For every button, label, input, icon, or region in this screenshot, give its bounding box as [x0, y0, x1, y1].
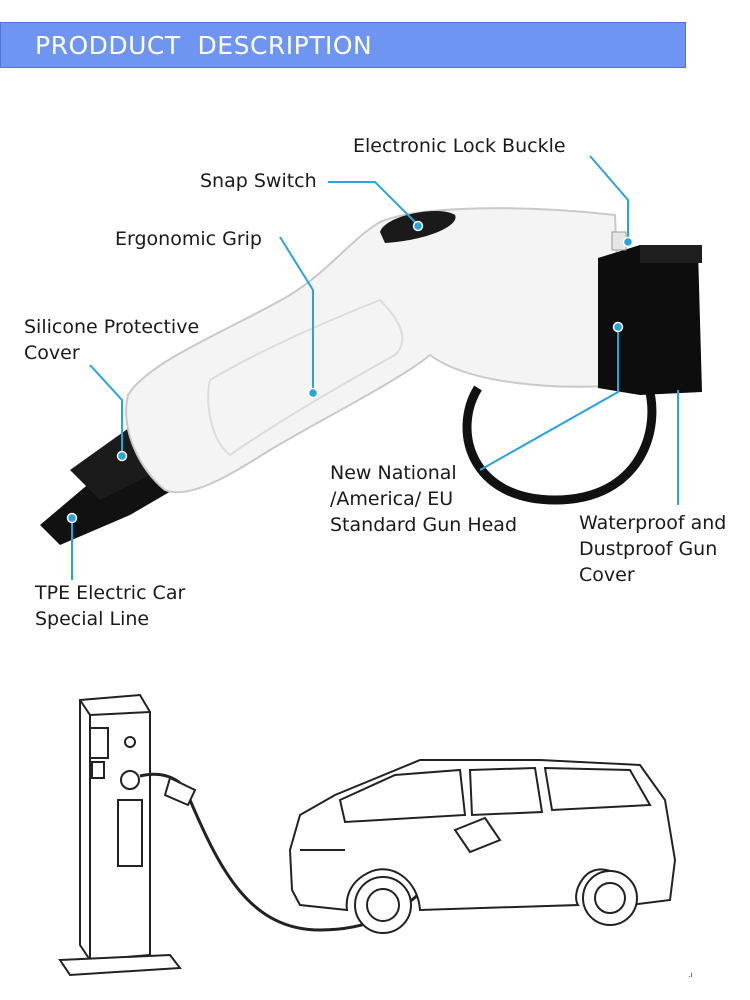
car-charging-port-plug — [453, 816, 502, 854]
station-screen — [89, 727, 109, 759]
station-base — [58, 953, 182, 977]
cover-tether — [462, 383, 657, 505]
callout-dot — [66, 512, 78, 524]
label-snap-switch: Snap Switch — [200, 170, 317, 192]
gun-head — [598, 245, 702, 395]
corner-mark: .ı — [688, 970, 693, 979]
station-panel — [117, 799, 143, 867]
section-banner: PRODDUCT DESCRIPTION — [0, 22, 686, 68]
callout-dot — [307, 387, 319, 399]
charging-station — [58, 693, 182, 977]
label-tpe-line: TPE Electric Car Special Line — [35, 582, 186, 630]
label-gun-head: New National /America/ EU Standard Gun H… — [330, 462, 518, 536]
label-ergonomic-grip: Ergonomic Grip — [115, 228, 262, 250]
grip-inset — [207, 298, 404, 457]
front-wheel — [354, 876, 412, 934]
callout-dot — [412, 220, 424, 232]
label-waterproof-cover: Waterproof and Dustproof Gun Cover — [579, 512, 727, 586]
electric-car — [288, 759, 677, 934]
station-socket — [120, 770, 140, 790]
rear-wheel — [582, 870, 638, 926]
gun-cover-rim — [640, 245, 702, 263]
section-title: PRODDUCT DESCRIPTION — [35, 31, 373, 60]
callout-dot — [612, 321, 624, 333]
plug-body — [125, 207, 624, 494]
label-silicone-cover: Silicone Protective Cover — [24, 316, 200, 364]
callout-dot — [622, 236, 634, 248]
callout-dot — [116, 450, 128, 462]
label-electronic-lock-buckle: Electronic Lock Buckle — [353, 135, 566, 157]
station-indicator — [124, 736, 136, 748]
leader-lines — [71, 155, 679, 580]
cable-plug-station-end — [163, 776, 197, 807]
station-buttons — [91, 761, 105, 779]
